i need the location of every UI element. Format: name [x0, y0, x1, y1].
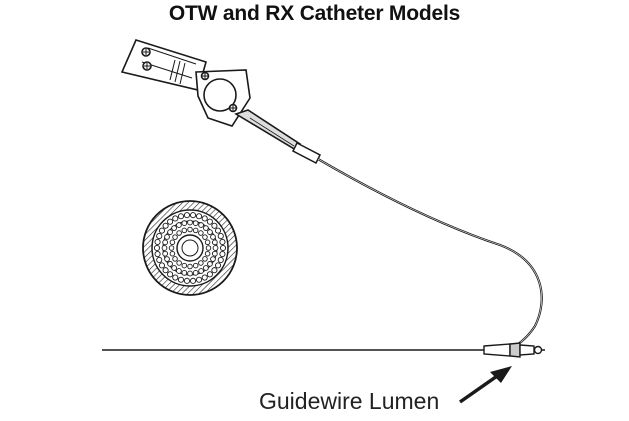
optical-fiber	[181, 262, 188, 269]
optical-fiber	[211, 222, 218, 229]
optical-fiber	[168, 245, 175, 251]
optical-fiber	[172, 256, 178, 262]
optical-fiber	[187, 270, 193, 277]
optical-fiber	[201, 215, 208, 222]
optical-fiber	[192, 270, 199, 276]
optical-fiber	[154, 238, 161, 245]
optical-fiber	[203, 265, 209, 271]
optical-fiber	[183, 212, 191, 219]
optical-fiber	[169, 239, 176, 246]
optical-fiber	[203, 225, 209, 231]
optical-fiber	[206, 271, 213, 278]
optical-fiber	[215, 227, 222, 234]
catheter-cross-section	[142, 200, 238, 296]
optical-fiber	[162, 239, 168, 246]
optical-fiber	[162, 250, 168, 257]
optical-fiber	[201, 274, 208, 281]
optical-fiber	[177, 276, 185, 283]
optical-fiber	[172, 234, 178, 240]
optical-fiber	[167, 271, 174, 278]
optical-fiber	[217, 256, 224, 263]
optical-fiber	[205, 245, 212, 251]
optical-fiber	[219, 251, 226, 258]
optical-fiber	[169, 250, 176, 257]
optical-fiber	[204, 239, 211, 246]
optical-fiber	[172, 274, 179, 281]
optical-fiber	[171, 225, 177, 231]
optical-fiber	[202, 256, 208, 262]
optical-fiber	[162, 222, 169, 229]
optical-fiber	[187, 263, 193, 270]
optical-fiber	[162, 267, 169, 274]
optical-fiber	[206, 218, 213, 225]
shaft-sleeve	[291, 141, 322, 165]
optical-fiber	[167, 229, 173, 235]
optical-fiber	[176, 268, 182, 274]
optical-fiber	[195, 276, 203, 283]
optical-fiber	[207, 229, 213, 235]
guidewire-lumen-label: Guidewire Lumen	[259, 388, 440, 414]
optical-fiber	[176, 260, 182, 266]
optical-fiber	[187, 219, 193, 226]
optical-fiber	[153, 244, 161, 252]
optical-fiber	[189, 212, 197, 219]
optical-fiber	[183, 277, 191, 284]
optical-fiber	[212, 245, 219, 251]
optical-fiber	[181, 220, 188, 226]
optical-fiber	[217, 233, 224, 240]
optical-fiber	[167, 218, 174, 225]
optical-fiber	[177, 213, 185, 220]
optical-fiber	[212, 239, 218, 246]
figure-title: OTW and RX Catheter Models	[168, 2, 461, 25]
optical-fiber	[156, 233, 163, 240]
optical-fiber	[202, 234, 208, 240]
optical-fiber	[164, 234, 170, 240]
optical-fiber	[176, 222, 182, 228]
optical-fiber	[198, 222, 204, 228]
optical-fiber	[192, 220, 199, 226]
optical-fiber	[207, 261, 213, 267]
optical-fiber	[198, 230, 204, 236]
optical-fiber	[171, 265, 177, 271]
catheter-connector	[120, 39, 302, 152]
optical-fiber	[210, 234, 216, 240]
optical-fiber	[172, 215, 179, 222]
optical-fiber	[192, 227, 199, 234]
lumen-pointer-arrow	[458, 366, 512, 404]
distal-tip	[483, 342, 543, 358]
optical-fiber	[158, 227, 165, 234]
optical-fiber	[212, 250, 218, 257]
optical-fiber	[210, 256, 216, 262]
optical-fiber	[156, 256, 163, 263]
optical-fiber	[164, 256, 170, 262]
optical-fiber	[219, 238, 226, 245]
optical-fiber	[187, 226, 193, 233]
optical-fiber	[181, 227, 188, 234]
optical-fiber	[154, 251, 161, 258]
catheter-shaft	[317, 158, 543, 351]
optical-fiber	[161, 245, 168, 251]
optical-fiber	[192, 262, 199, 269]
fiber-ring-middle	[161, 219, 219, 277]
fiber-ring-inner	[168, 226, 212, 270]
optical-fiber	[195, 213, 203, 220]
optical-fiber	[198, 268, 204, 274]
optical-fiber	[219, 244, 227, 252]
optical-fiber	[189, 277, 197, 284]
optical-fiber	[204, 250, 211, 257]
optical-fiber	[211, 267, 218, 274]
optical-fiber	[167, 261, 173, 267]
fiber-ring-outer	[153, 212, 227, 284]
optical-fiber	[198, 260, 204, 266]
optical-fiber	[176, 230, 182, 236]
optical-fiber	[215, 262, 222, 269]
optical-fiber	[158, 262, 165, 269]
optical-fiber	[181, 270, 188, 276]
